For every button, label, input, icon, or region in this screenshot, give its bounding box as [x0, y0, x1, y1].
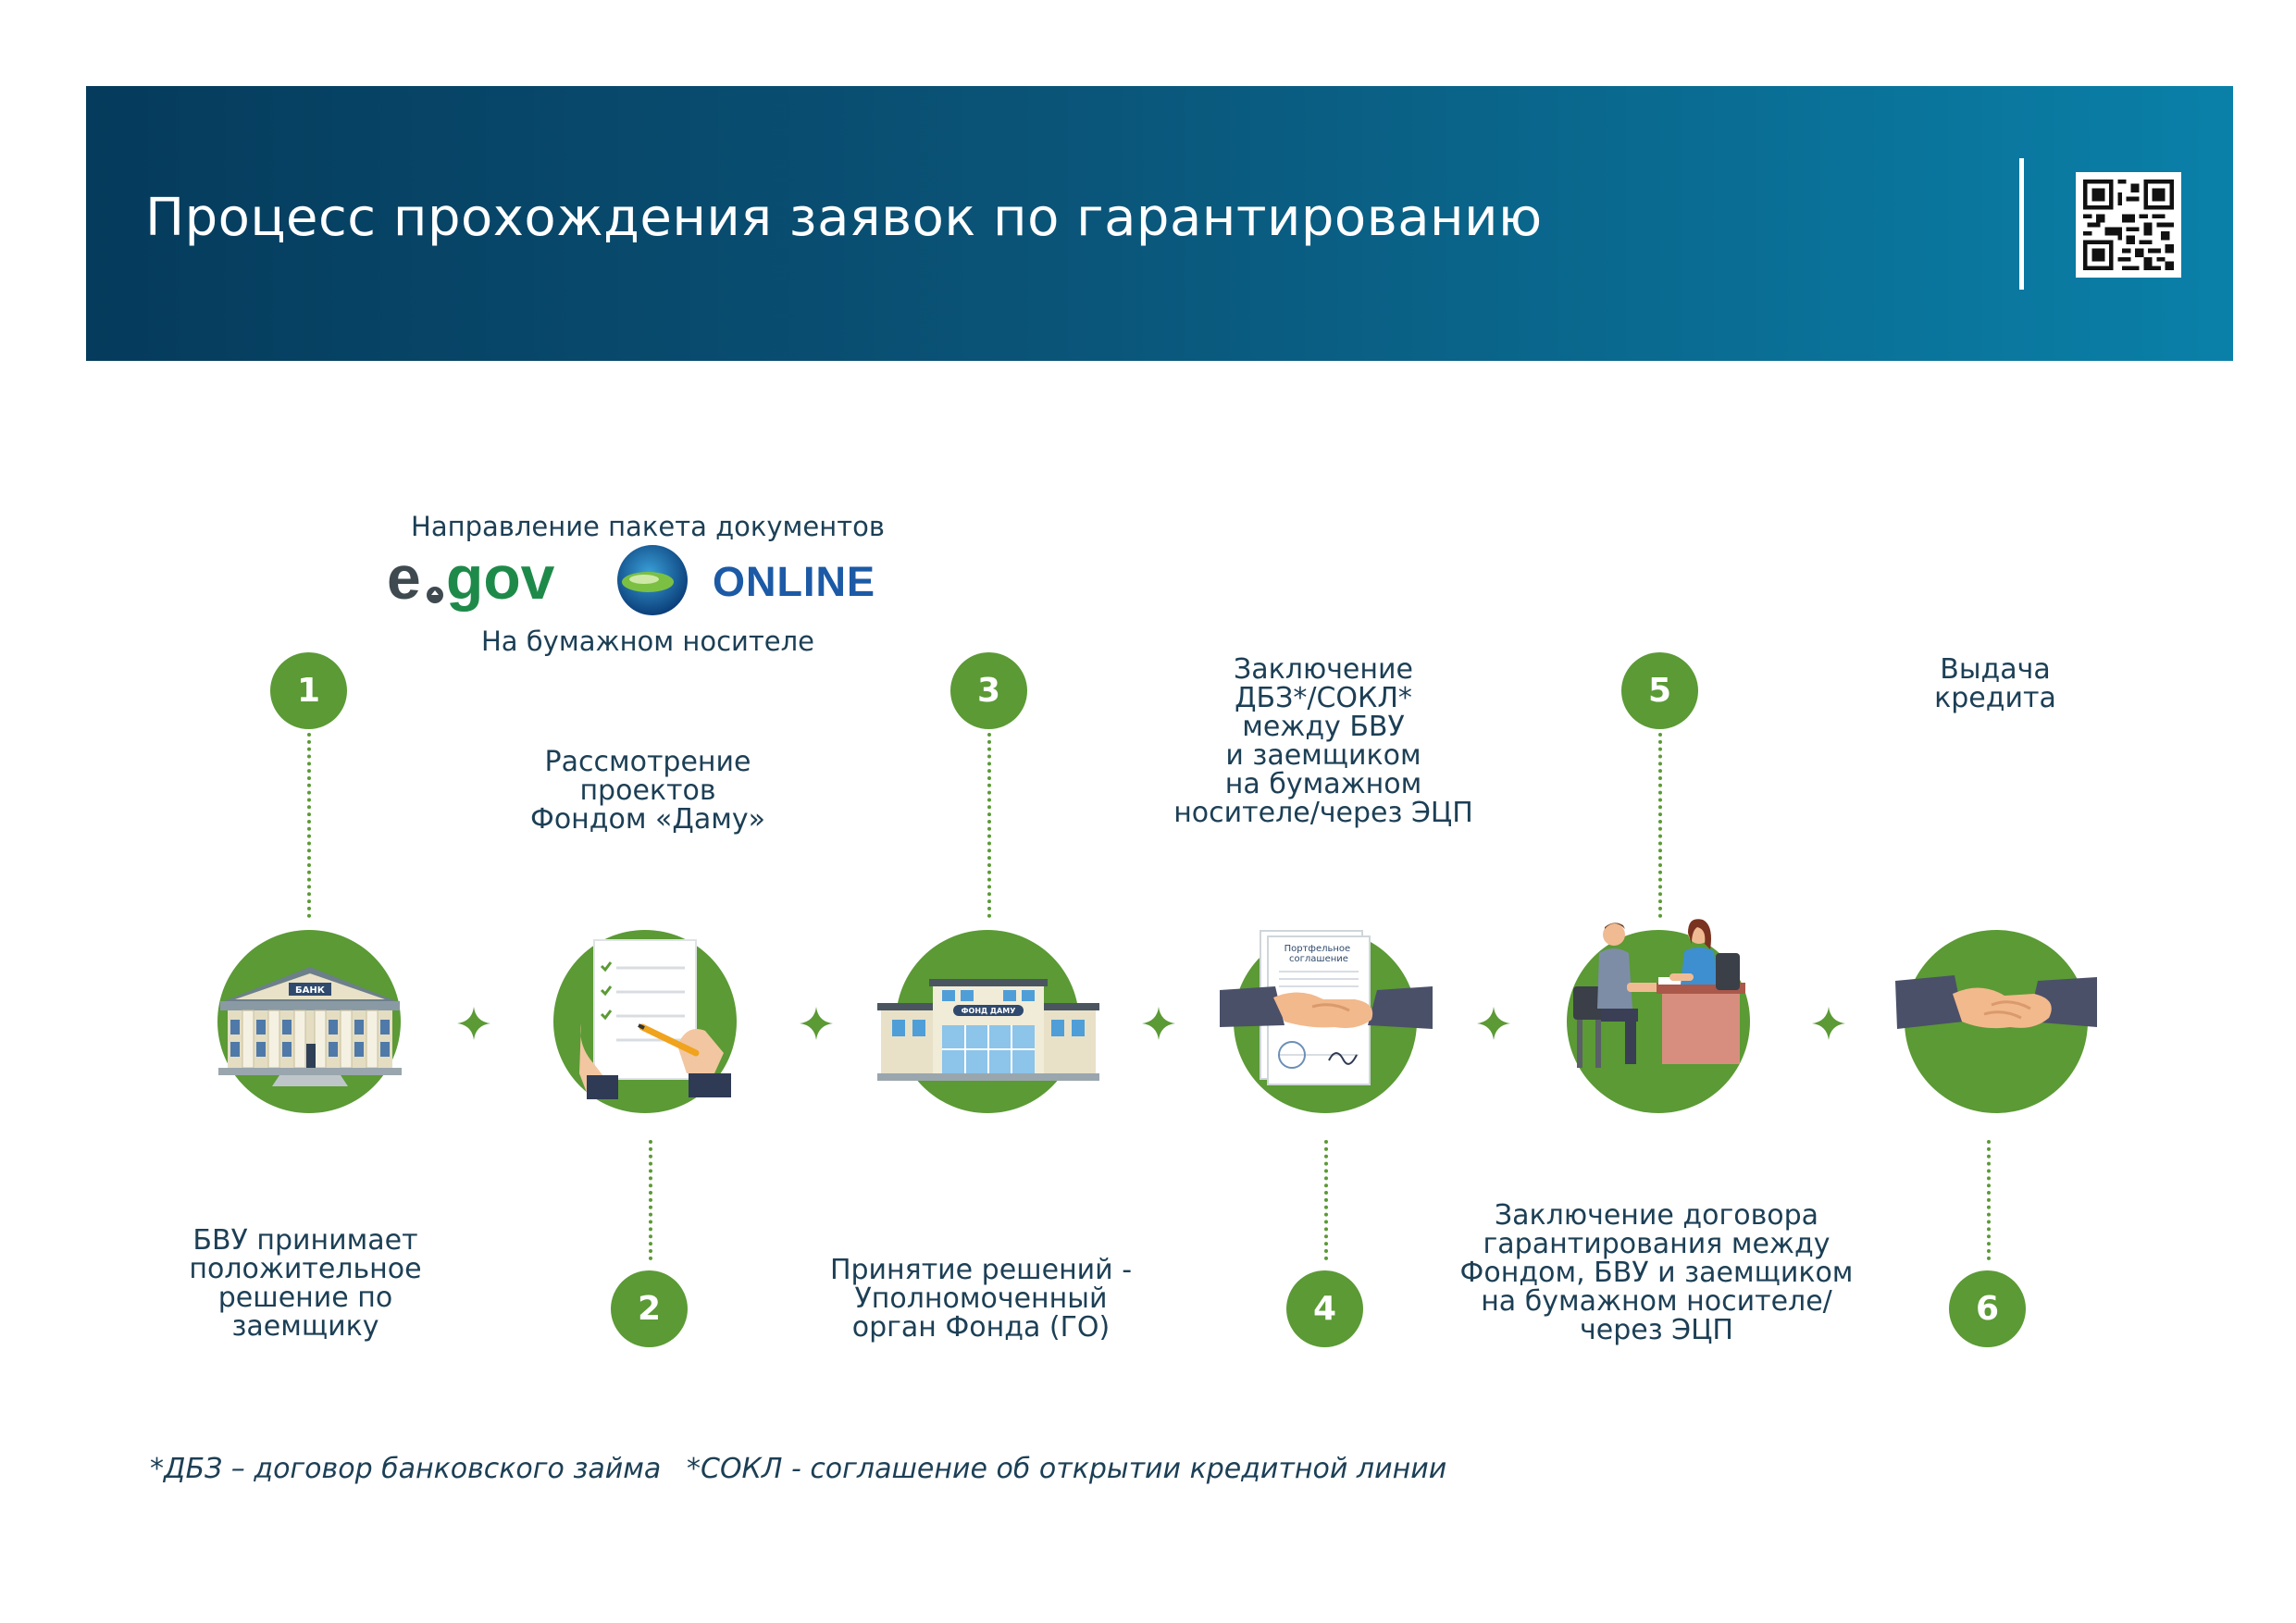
egov-logo[interactable]: e gov [387, 541, 590, 624]
bank-sign-text: БАНК [295, 985, 326, 996]
step-2-badge: 2 [611, 1270, 688, 1347]
header-banner: Процесс прохождения заявок по гарантиров… [86, 86, 2233, 361]
step-5-connector [1658, 733, 1662, 918]
step-6-badge: 6 [1949, 1270, 2026, 1347]
online-globe-icon [611, 541, 703, 620]
svg-text:gov: gov [446, 543, 555, 612]
meeting-people-icon [1568, 916, 1749, 1083]
step-4-text: Заключение ДБЗ*/СОКЛ* между БВУ и заемщи… [1138, 655, 1508, 827]
submission-label-bottom: На бумажном носителе [407, 627, 888, 656]
step-5-text: Заключение договора гарантирования между… [1425, 1201, 1888, 1344]
handshake-icon [1895, 972, 2097, 1064]
step-4-badge: 4 [1286, 1270, 1363, 1347]
footnote-dbz: *ДБЗ – договор банковского займа [150, 1453, 661, 1485]
online-text: ONLINE [713, 558, 875, 606]
sparkle-icon [798, 1005, 835, 1042]
step-4-connector [1324, 1140, 1328, 1260]
step-6-text: Выдача кредита [1866, 655, 2125, 712]
step-3-connector [987, 733, 991, 918]
step-3-text: Принятие решений - Уполномоченный орган … [805, 1256, 1157, 1342]
agreement-title-text: Портфельное соглашение [1285, 944, 1354, 964]
sparkle-icon [455, 1005, 492, 1042]
egov-logo-icon: e gov [387, 541, 590, 620]
checklist-icon [576, 935, 742, 1101]
step-1-text: БВУ принимает положительное решение по з… [157, 1226, 453, 1341]
fund-building-icon: ФОНД ДАМУ [877, 972, 1099, 1083]
qr-code[interactable] [2076, 172, 2181, 278]
sparkle-icon [1140, 1005, 1177, 1042]
step-3-badge: 3 [950, 652, 1027, 729]
step-2-text: Рассмотрение проектов Фондом «Даму» [500, 748, 796, 834]
footnote-sokl: *СОКЛ - соглашение об открытии кредитной… [687, 1453, 1446, 1485]
step-1-badge: 1 [270, 652, 347, 729]
qr-code-icon [2083, 180, 2174, 270]
sparkle-icon [1810, 1005, 1847, 1042]
agreement-handshake-icon: Портфельное соглашение [1220, 925, 1433, 1096]
step-6-connector [1987, 1140, 1991, 1260]
step-2-connector [649, 1140, 652, 1260]
online-logo[interactable]: ONLINE [611, 541, 907, 620]
step-5-badge: 5 [1621, 652, 1698, 729]
bank-building-icon: БАНК [215, 962, 405, 1092]
header-divider [2019, 158, 2024, 290]
sparkle-icon [1475, 1005, 1512, 1042]
svg-text:e: e [387, 543, 421, 612]
page-title: Процесс прохождения заявок по гарантиров… [145, 188, 1543, 248]
submission-label-top: Направление пакета документов [389, 513, 907, 541]
step-1-connector [307, 733, 311, 918]
fund-sign-text: ФОНД ДАМУ [962, 1007, 1016, 1015]
